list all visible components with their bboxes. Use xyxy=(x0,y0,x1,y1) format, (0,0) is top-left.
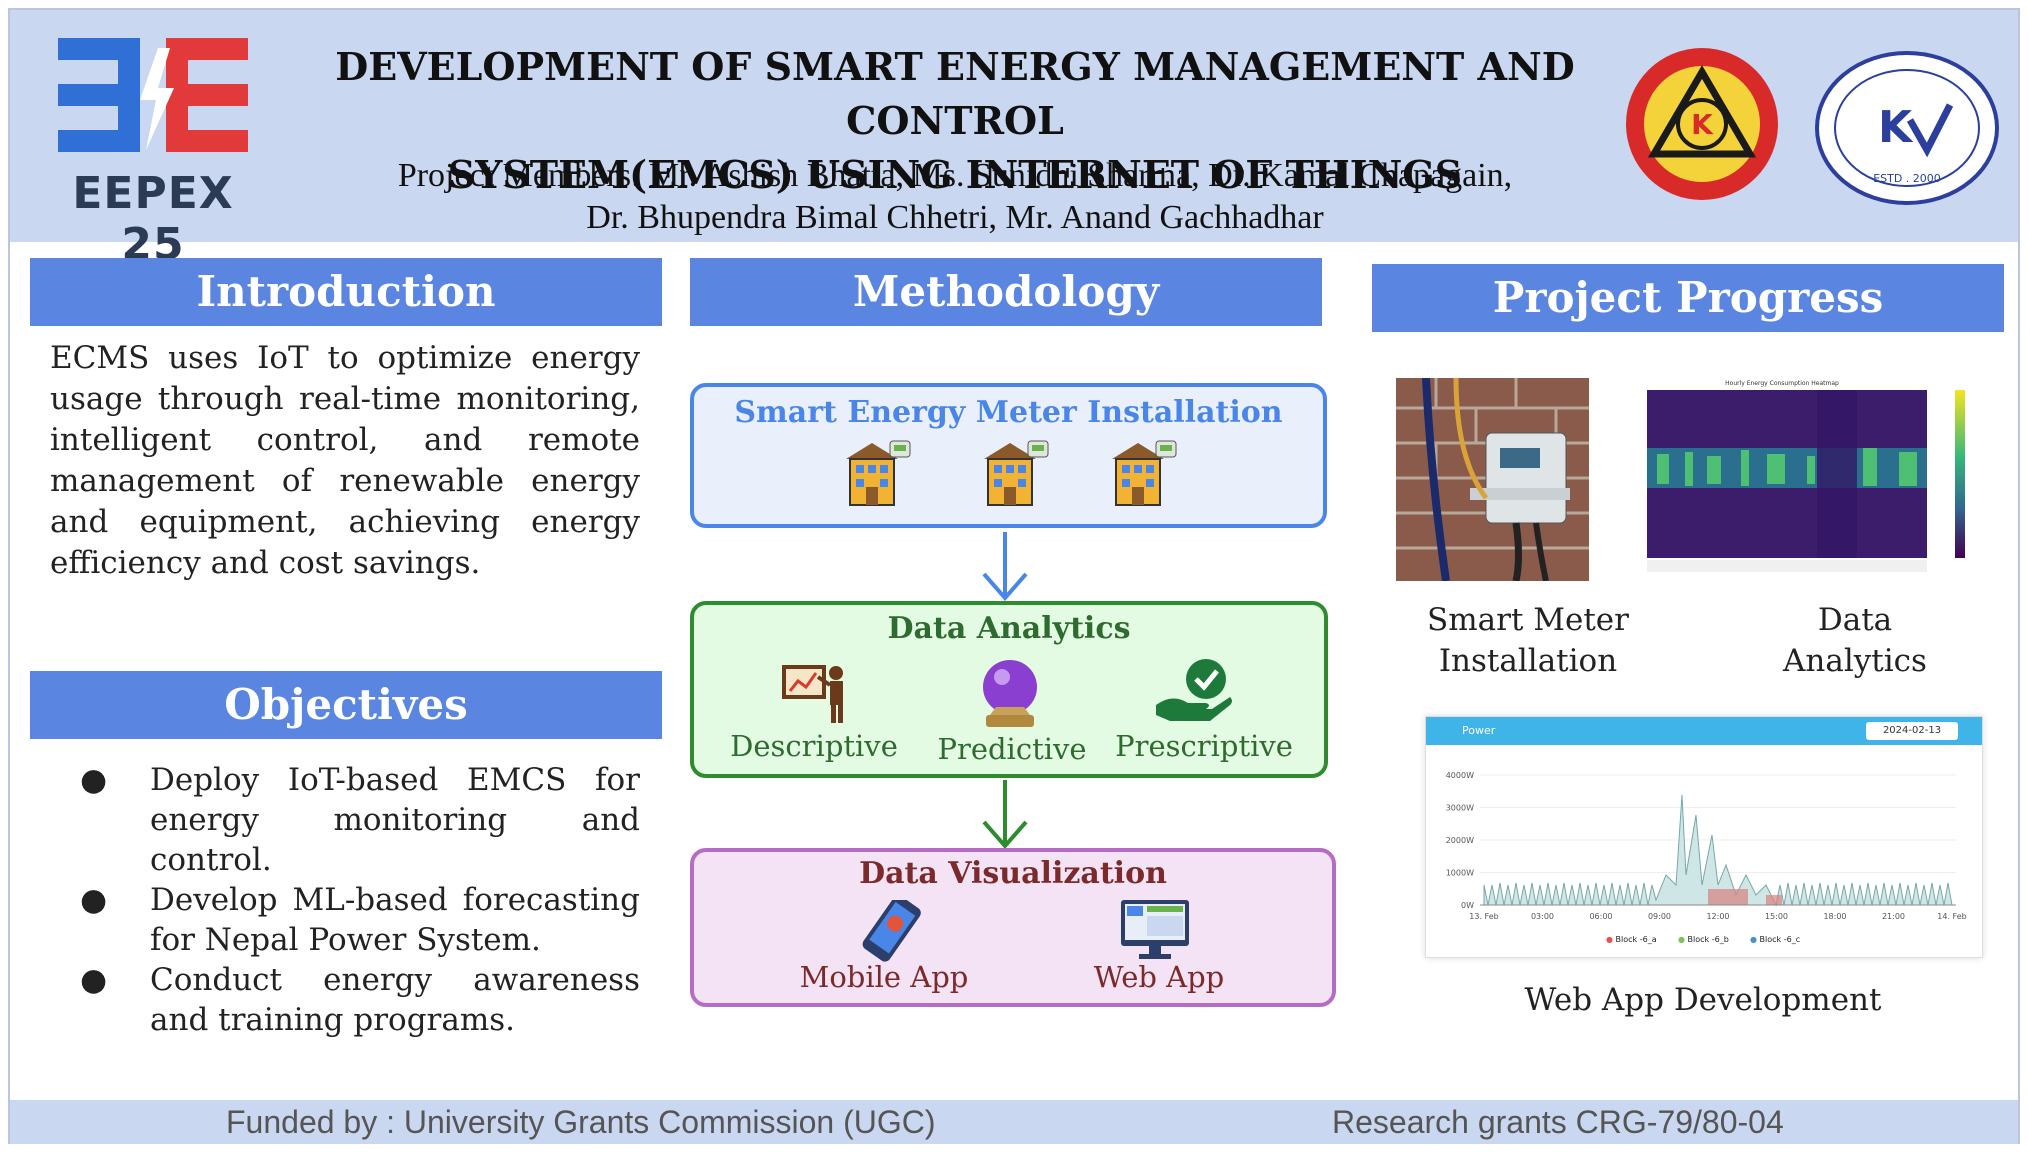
eepex-logo: EEPEX 25 xyxy=(58,38,248,270)
y-tick-label: 2000W xyxy=(1446,836,1474,845)
y-tick-label: 1000W xyxy=(1446,869,1474,878)
funded-by-text: Funded by : University Grants Commission… xyxy=(226,1104,936,1140)
objectives-list: ●Deploy IoT-based EMCS for energy monito… xyxy=(80,760,640,1040)
smart-meter-photo xyxy=(1396,378,1589,581)
web-app-label: Web App xyxy=(1093,960,1225,994)
x-tick-label: 03:00 xyxy=(1531,912,1554,921)
analytics-box-title: Data Analytics xyxy=(887,611,1131,646)
svg-text:K: K xyxy=(1691,108,1714,141)
meter-installation-box: Smart Energy Meter Installation xyxy=(690,383,1327,528)
eepex-e-icon xyxy=(58,38,248,152)
legend-item[interactable]: ● Block -6_b xyxy=(1678,935,1729,944)
smart-meter-image xyxy=(1396,378,1589,581)
dashboard-date-picker[interactable]: 2024-02-13 xyxy=(1866,722,1958,740)
power-line-chart: 4000W 3000W 2000W 1000W 0W 13. Feb 03:00 06:00… xyxy=(1446,771,1967,921)
ku-seal-icon: K xyxy=(1626,48,1778,200)
data-visualization-box: Data Visualization Mobile App Web App xyxy=(690,848,1336,1007)
see-estd-text: ESTD . 2000 xyxy=(1873,172,1941,185)
descriptive-label: Descriptive xyxy=(730,729,898,763)
objective-item: ●Conduct energy awareness and training p… xyxy=(80,962,640,1038)
mobile-phone-icon xyxy=(862,900,921,962)
x-tick-label: 13. Feb xyxy=(1469,912,1498,921)
title-line-2: SYSTEM(EMCS) USING INTERNET OF THINGS xyxy=(447,152,1463,197)
web-app-dashboard: Power 2024-02-13 4000W 3000W 2000W 1000W 0W … xyxy=(1425,716,1983,958)
project-progress-heading: Project Progress xyxy=(1372,264,2004,332)
x-tick-label: 21:00 xyxy=(1882,912,1905,921)
desktop-monitor-icon xyxy=(1121,900,1189,959)
data-analytics-box: Data Analytics Descriptive Predictive Pr… xyxy=(690,601,1328,778)
crystal-ball-icon xyxy=(983,660,1037,727)
building-meter-icons xyxy=(846,440,1177,506)
predictive-label: Predictive xyxy=(937,732,1087,766)
eepex-logo-text: EEPEX 25 xyxy=(72,168,234,270)
legend-item[interactable]: ● Block -6_a xyxy=(1606,935,1657,944)
data-analytics-caption: Data Analytics xyxy=(1783,602,1927,679)
project-members: Project Members: Mr. Ashish Bhatta, Ms. … xyxy=(270,155,1640,239)
prescriptive-label: Prescriptive xyxy=(1115,729,1293,763)
heatmap-chart: Hourly Energy Consumption Heatmap xyxy=(1637,378,1992,578)
x-tick-label: 06:00 xyxy=(1589,912,1612,921)
visualization-box-title: Data Visualization xyxy=(859,856,1167,891)
introduction-heading: Introduction xyxy=(30,258,662,326)
legend-item[interactable]: ● Block -6_c xyxy=(1750,935,1801,944)
down-arrow-icon xyxy=(982,780,1028,850)
kathmandu-university-logo: K xyxy=(1625,42,1780,207)
building-icon xyxy=(1112,440,1177,506)
members-line-2: Dr. Bhupendra Bimal Chhetri, Mr. Anand G… xyxy=(586,199,1324,236)
x-tick-label: 09:00 xyxy=(1648,912,1671,921)
heatmap-image xyxy=(1647,390,1965,572)
mobile-app-label: Mobile App xyxy=(799,960,969,994)
research-grant-text: Research grants CRG-79/80-04 xyxy=(1332,1104,1784,1140)
introduction-body: ECMS uses IoT to optimize energy usage t… xyxy=(50,340,640,581)
see-seal-icon: K ESTD . 2000 xyxy=(1815,51,1999,205)
x-tick-label: 18:00 xyxy=(1823,912,1846,921)
title-line-1: DEVELOPMENT OF SMART ENERGY MANAGEMENT A… xyxy=(335,44,1575,143)
objective-item: ●Develop ML-based forecasting for Nepal … xyxy=(80,882,640,958)
dashboard-title: Power xyxy=(1462,724,1496,737)
members-line-1: Project Members: Mr. Ashish Bhatta, Ms. … xyxy=(397,157,1513,194)
web-app-caption: Web App Development xyxy=(1524,982,1882,1018)
x-tick-label: 15:00 xyxy=(1765,912,1788,921)
see-society-logo: K ESTD . 2000 xyxy=(1815,50,2000,205)
hand-checkmark-icon xyxy=(1156,659,1232,721)
smart-meter-caption: Smart Meter Installation xyxy=(1427,602,1629,679)
poster-title: DEVELOPMENT OF SMART ENERGY MANAGEMENT A… xyxy=(270,40,1640,202)
dashboard-header-bar: Power 2024-02-13 xyxy=(1426,717,1982,745)
methodology-heading: Methodology xyxy=(690,258,1322,326)
heatmap-title: Hourly Energy Consumption Heatmap xyxy=(1725,380,1839,387)
x-tick-label: 12:00 xyxy=(1706,912,1729,921)
down-arrow-icon xyxy=(982,532,1028,602)
svg-text:K: K xyxy=(1878,102,1914,153)
y-tick-label: 3000W xyxy=(1446,804,1474,813)
objective-item: ●Deploy IoT-based EMCS for energy monito… xyxy=(80,762,640,878)
footer-bar: Funded by : University Grants Commission… xyxy=(10,1100,2018,1144)
meter-box-title: Smart Energy Meter Installation xyxy=(734,395,1283,430)
y-tick-label: 4000W xyxy=(1446,771,1474,780)
dashboard-legend: ● Block -6_a ● Block -6_b ● Block -6_c xyxy=(1606,935,1856,949)
y-tick-label: 0W xyxy=(1461,901,1474,910)
building-icon xyxy=(984,440,1049,506)
objectives-heading: Objectives xyxy=(30,671,662,739)
building-icon xyxy=(846,440,911,506)
presentation-icon xyxy=(782,665,843,723)
x-tick-label: 14. Feb xyxy=(1937,912,1966,921)
